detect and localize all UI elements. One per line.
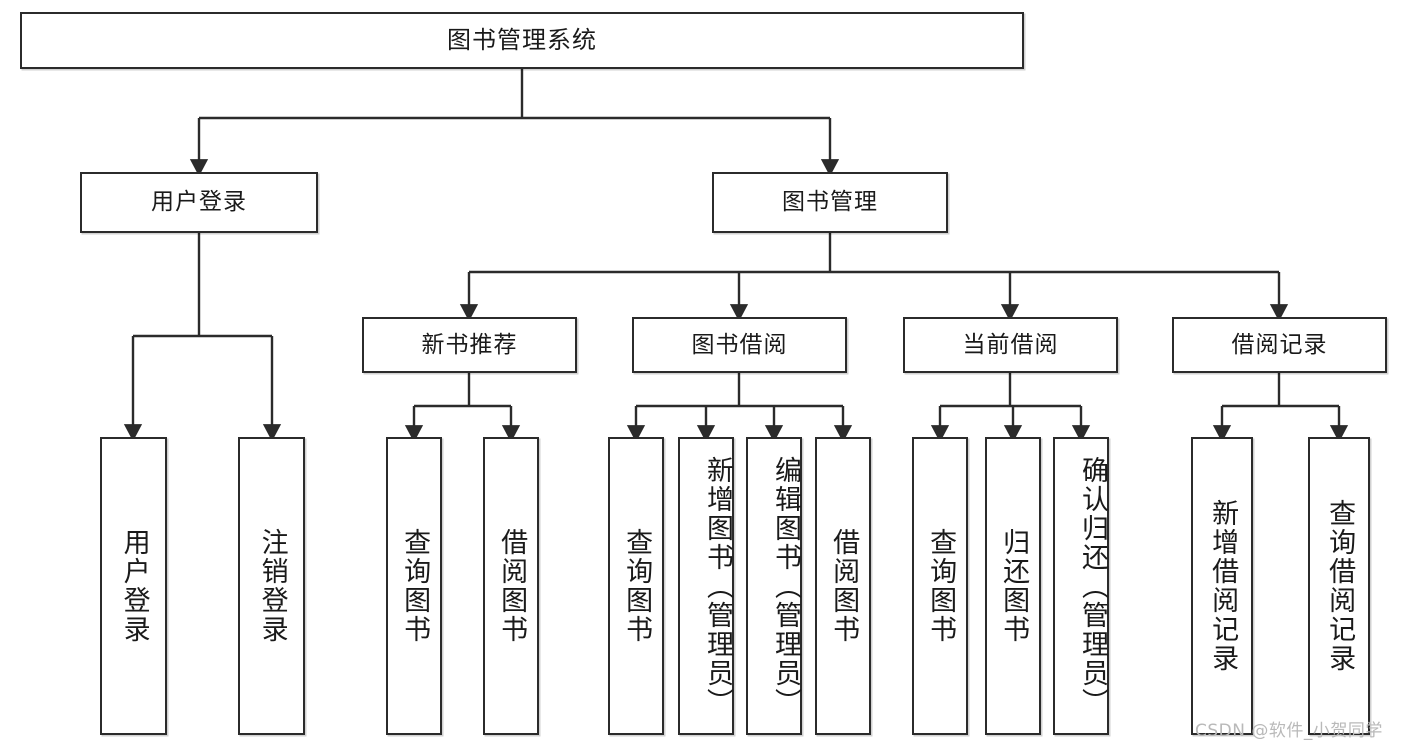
node-root[interactable]: 图书管理系统 xyxy=(20,12,1024,69)
leaf-return-book[interactable]: 归还图书 xyxy=(985,437,1041,735)
node-book-borrow[interactable]: 图书借阅 xyxy=(632,317,847,373)
leaf-query-borrow-record[interactable]: 查询借阅记录 xyxy=(1308,437,1370,735)
node-current-borrow[interactable]: 当前借阅 xyxy=(903,317,1118,373)
csdn-watermark: CSDN @软件_小贺同学 xyxy=(1195,721,1383,741)
leaf-logout[interactable]: 注销登录 xyxy=(238,437,305,735)
leaf-query-book-borrow[interactable]: 查询图书 xyxy=(608,437,664,735)
leaf-confirm-return-admin[interactable]: 确认归还（管理员） xyxy=(1053,437,1109,735)
leaf-query-book-current[interactable]: 查询图书 xyxy=(912,437,968,735)
node-book-manage[interactable]: 图书管理 xyxy=(712,172,948,233)
leaf-add-book-admin[interactable]: 新增图书（管理员） xyxy=(678,437,734,735)
node-borrow-record[interactable]: 借阅记录 xyxy=(1172,317,1387,373)
leaf-add-borrow-record[interactable]: 新增借阅记录 xyxy=(1191,437,1253,735)
leaf-edit-book-admin[interactable]: 编辑图书（管理员） xyxy=(746,437,802,735)
leaf-query-book-recommend[interactable]: 查询图书 xyxy=(386,437,442,735)
leaf-user-login[interactable]: 用户登录 xyxy=(100,437,167,735)
leaf-borrow-book-recommend[interactable]: 借阅图书 xyxy=(483,437,539,735)
node-user-login[interactable]: 用户登录 xyxy=(80,172,318,233)
node-new-book-recommend[interactable]: 新书推荐 xyxy=(362,317,577,373)
leaf-borrow-book[interactable]: 借阅图书 xyxy=(815,437,871,735)
